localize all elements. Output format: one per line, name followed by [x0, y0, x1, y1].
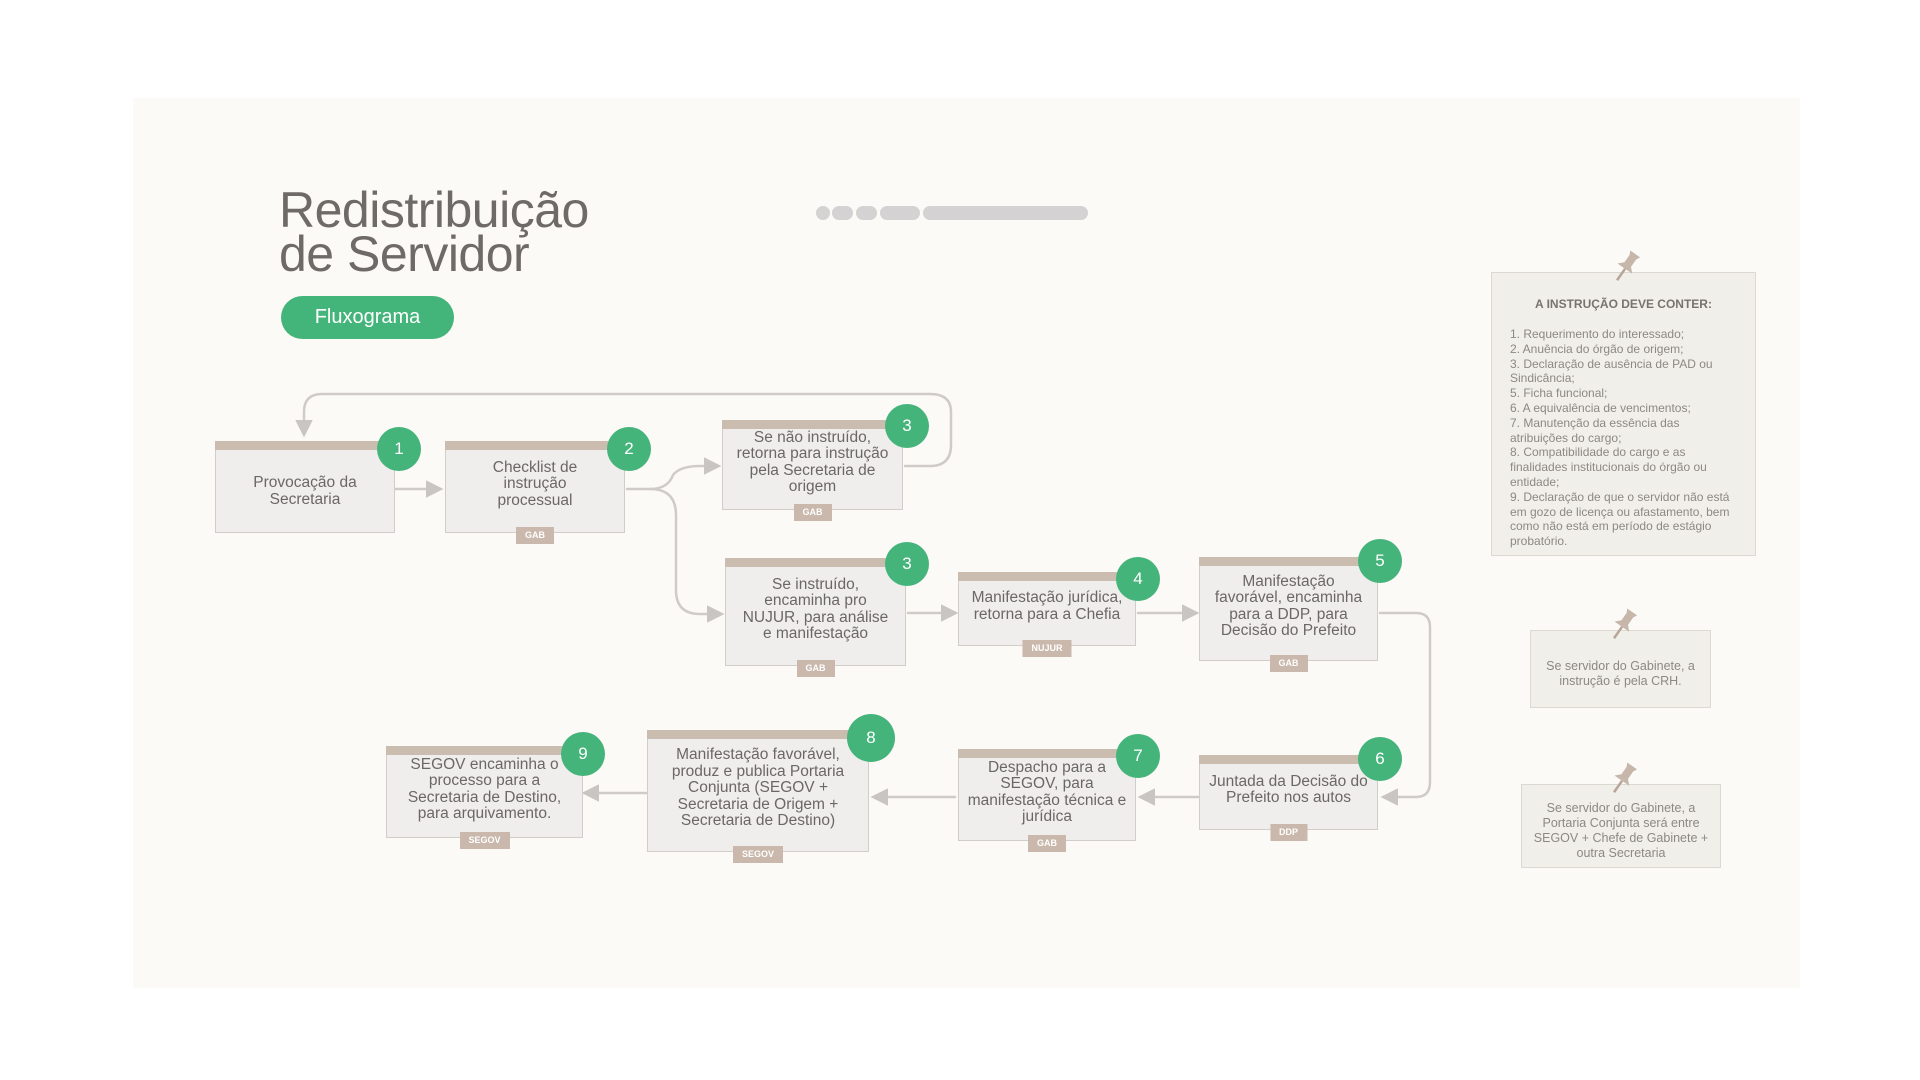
- step-number-badge: 5: [1358, 539, 1402, 583]
- department-tag: DDP: [1269, 824, 1308, 841]
- title-line-1: Redistribuição: [279, 182, 589, 238]
- card-header-bar: [958, 749, 1136, 758]
- note-item: 9. Declaração de que o servidor não está…: [1510, 489, 1730, 549]
- step-number-badge: 2: [607, 427, 651, 471]
- note-item: 7. Manutenção da essência das atribuiçõe…: [1510, 415, 1680, 445]
- step-text: SEGOV encaminha o processo para a Secret…: [407, 755, 562, 822]
- step-number-badge: 6: [1358, 737, 1402, 781]
- pushpin-icon: [1612, 608, 1637, 639]
- gabinete-portaria-note: Se servidor do Gabinete, a Portaria Conj…: [1521, 762, 1721, 868]
- card-body: [386, 746, 583, 838]
- step-8-card[interactable]: Manifestação favorável, produz e publica…: [647, 714, 895, 863]
- card-header-bar: [725, 558, 906, 567]
- card-header-bar: [1199, 557, 1378, 566]
- card-body: [1199, 755, 1378, 830]
- step-text: Juntada da Decisão do Prefeito nos autos: [1209, 772, 1368, 806]
- step-3-not-instructed-card[interactable]: Se não instruído, retorna para instrução…: [722, 404, 929, 521]
- card-header-bar: [386, 746, 583, 755]
- progress-dot[interactable]: [816, 206, 830, 220]
- step-4-card[interactable]: Manifestação jurídica, retorna para a Ch…: [958, 557, 1160, 657]
- progress-dot[interactable]: [832, 206, 853, 220]
- step-2-card[interactable]: Checklist de instrução processual GAB 2: [445, 427, 651, 544]
- card-body: [725, 558, 906, 666]
- title-line-2: de Servidor: [279, 226, 530, 282]
- note-text: Se servidor do Gabinete, a instrução é p…: [1546, 659, 1695, 688]
- progress-dot[interactable]: [856, 206, 877, 220]
- card-body: [445, 441, 625, 533]
- card-header-bar: [647, 730, 869, 739]
- department-tag: GAB: [796, 660, 835, 677]
- gabinete-crh-note: Se servidor do Gabinete, a instrução é p…: [1530, 608, 1711, 708]
- step-text: Provocação da Secretaria: [253, 474, 357, 508]
- step-text: Manifestação favorável, produz e publica…: [671, 746, 845, 830]
- step-number-badge: 8: [847, 714, 895, 762]
- step-text: Manifestação favorável, encaminha para a…: [1214, 572, 1363, 639]
- card-body: [215, 441, 395, 533]
- note-item: 3. Declaração de ausência de PAD ou Sind…: [1510, 356, 1713, 386]
- pushpin-icon: [1613, 762, 1638, 793]
- step-text: Se não instruído, retorna para instrução…: [736, 428, 889, 495]
- card-header-bar: [958, 572, 1136, 581]
- step-text: Se instruído, encaminha pro NUJUR, para …: [742, 575, 889, 642]
- card-body: [958, 749, 1136, 841]
- progress-dot[interactable]: [880, 206, 920, 220]
- note-item: 2. Anuência do órgão de origem;: [1510, 341, 1684, 356]
- step-number-badge: 7: [1116, 734, 1160, 778]
- note-item: 8. Compatibilidade do cargo e as finalid…: [1510, 445, 1707, 489]
- department-tag: GAB: [1269, 655, 1308, 672]
- step-5-card[interactable]: Manifestação favorável, encaminha para a…: [1199, 539, 1402, 672]
- step-6-card[interactable]: Juntada da Decisão do Prefeito nos autos…: [1199, 737, 1402, 841]
- step-text: Despacho para a SEGOV, para manifestação…: [967, 758, 1127, 825]
- step-number-badge: 9: [561, 732, 605, 776]
- department-tag: SEGOV: [459, 832, 510, 849]
- step-number-badge: 4: [1116, 557, 1160, 601]
- step-9-card[interactable]: SEGOV encaminha o processo para a Secret…: [386, 732, 605, 849]
- card-header-bar: [445, 441, 625, 450]
- progress-dot[interactable]: [923, 206, 1088, 220]
- note-heading: A INSTRUÇÃO DEVE CONTER:: [1535, 297, 1712, 311]
- page-title: Redistribuição de Servidor: [279, 182, 699, 282]
- fluxograma-badge[interactable]: Fluxograma: [281, 296, 454, 339]
- step-number-badge: 3: [885, 542, 929, 586]
- card-header-bar: [215, 441, 395, 450]
- step-text: Manifestação jurídica, retorna para a Ch…: [971, 589, 1123, 623]
- department-tag: GAB: [793, 504, 832, 521]
- note-item: 5. Ficha funcional;: [1510, 386, 1608, 401]
- pushpin-icon: [1615, 250, 1640, 281]
- card-header-bar: [722, 420, 903, 429]
- card-body: [1199, 557, 1378, 661]
- step-7-card[interactable]: Despacho para a SEGOV, para manifestação…: [958, 734, 1160, 852]
- card-header-bar: [1199, 755, 1378, 764]
- step-number-badge: 1: [377, 427, 421, 471]
- step-1-card[interactable]: Provocação da Secretaria 1: [215, 427, 421, 533]
- card-body: [722, 420, 903, 510]
- step-text: Checklist de instrução processual: [492, 458, 578, 509]
- note-item: 6. A equivalência de vencimentos;: [1510, 400, 1691, 415]
- department-tag: NUJUR: [1022, 640, 1072, 657]
- note-item: 1. Requerimento do interessado;: [1510, 327, 1685, 341]
- department-tag: SEGOV: [732, 846, 784, 863]
- card-body: [647, 730, 869, 852]
- instruction-requirements-note: A INSTRUÇÃO DEVE CONTER: 1. Requerimento…: [1491, 250, 1756, 556]
- note-text: Se servidor do Gabinete, a Portaria Conj…: [1533, 801, 1709, 860]
- department-tag: GAB: [1028, 835, 1066, 852]
- step-number-badge: 3: [885, 404, 929, 448]
- step-3-instructed-card[interactable]: Se instruído, encaminha pro NUJUR, para …: [725, 542, 929, 677]
- department-tag: GAB: [516, 527, 554, 544]
